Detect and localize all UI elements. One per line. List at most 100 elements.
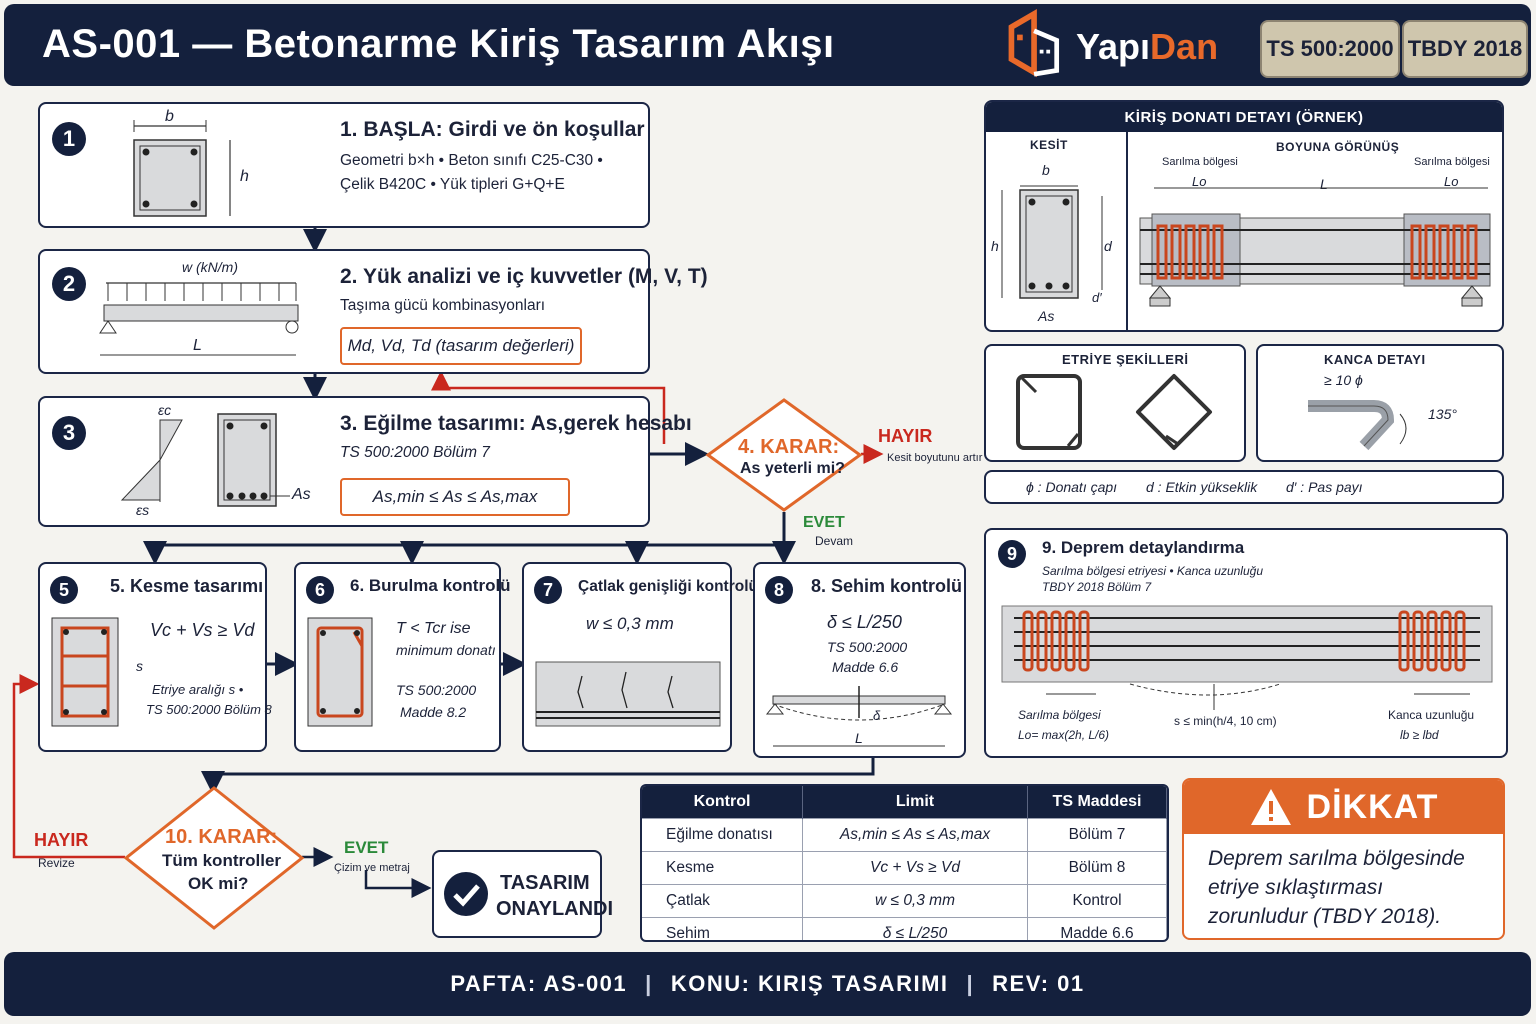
brand-name: YapıDan (1076, 26, 1218, 68)
step-2-text: Taşıma gücü kombinasyonları (340, 297, 546, 314)
step-2-title: 2. Yük analizi ve iç kuvvetler (M, V, T) (340, 265, 708, 288)
step-5-note-1: Etriye aralığı s • (152, 682, 244, 697)
span-L-detail-label: L (1320, 176, 1328, 192)
legend-effective-depth: d : Etkin yükseklik (1146, 479, 1258, 495)
strain-ec-label: εc (158, 402, 172, 418)
header-bar: AS-001 — Betonarme Kiriş Tasarım Akışı Y… (4, 4, 1531, 86)
table-cell: Vc + Vs ≥ Vd (802, 851, 1028, 885)
warning-title: DİKKAT (1306, 787, 1439, 826)
step-8-span-label: L (855, 730, 863, 746)
table-cell: Eğilme donatısı (642, 818, 803, 852)
step-9-card[interactable]: 9 9. Deprem detaylandırma Sarılma bölges… (984, 528, 1508, 758)
footer-bar: PAFTA: AS-001 | KONU: KIRIŞ TASARIMI | R… (4, 952, 1531, 1016)
torsion-section-icon (307, 617, 373, 727)
decision-10-no-label: HAYIR (34, 830, 89, 850)
step-8-title: 8. Sehim kontrolü (811, 576, 963, 596)
decision-4-no-label: HAYIR (878, 426, 933, 446)
stirrup-s-label: s (136, 658, 143, 674)
step-number-1: 1 (52, 122, 86, 156)
rebar-detail-panel: KİRİŞ DONATI DETAYI (ÖRNEK) KESİT BOYUNA… (984, 100, 1504, 332)
table-cell: As,min ≤ As ≤ As,max (802, 818, 1028, 852)
table-cell: δ ≤ L/250 (802, 917, 1028, 940)
cracked-beam-icon (535, 661, 721, 727)
decision-10-yes-note: Çizim ve metraj (334, 862, 410, 874)
span-L-label: L (193, 337, 202, 354)
decision-4-yes-label: EVET (803, 514, 845, 531)
legend-bar: ϕ : Donatı çapı d : Etkin yükseklik d′ :… (984, 470, 1504, 504)
section-d-label: d (1104, 238, 1112, 254)
step-7-card[interactable]: 7 Çatlak genişliği kontrolü w ≤ 0,3 mm (522, 562, 758, 752)
warning-panel: DİKKAT Deprem sarılma bölgesinde etriye … (1182, 778, 1505, 940)
table-cell: Bölüm 8 (1027, 851, 1167, 885)
table-cell: Çatlak (642, 884, 803, 918)
warning-triangle-icon (1250, 789, 1291, 825)
step-number-3: 3 (52, 416, 86, 450)
step-8-card[interactable]: 8 8. Sehim kontrolü δ ≤ L/250 TS 500:200… (753, 562, 966, 758)
brand-name-b: Dan (1150, 26, 1219, 67)
building-logo-icon (1008, 8, 1060, 78)
step-2-card[interactable]: 2 w (kN/m) L 2. Yük analizi ve iç kuvvet… (38, 249, 708, 374)
step-3-limits-box: As,min ≤ As ≤ As,max (340, 478, 570, 516)
confinement-zone-label-left: Sarılma bölgesi (1162, 156, 1238, 168)
load-w-label: w (kN/m) (182, 259, 238, 275)
step-9-confinement-label: Sarılma bölgesi (1018, 708, 1101, 722)
seismic-detail-beam-icon (1001, 605, 1493, 710)
step-5-card[interactable]: 5 5. Kesme tasarımı Vc + Vs ≥ Vd s Etriy… (38, 562, 272, 752)
step-5-equation: Vc + Vs ≥ Vd (150, 620, 255, 640)
step-6-card[interactable]: 6 6. Burulma kontrolü T < Tcr ise minimu… (294, 562, 511, 752)
step-number-9: 9 (998, 540, 1026, 568)
cross-section-sketch-icon (133, 120, 231, 217)
stirrup-shapes-panel: ETRİYE ŞEKİLLERİ (984, 344, 1246, 462)
step-number-7: 7 (534, 576, 562, 604)
decision-4-no-note: Kesit boyutunu artır (887, 452, 983, 464)
step-7-equation: w ≤ 0,3 mm (586, 614, 674, 633)
table-header-clause: TS Maddesi (1027, 786, 1167, 819)
legend-diameter: ϕ : Donatı çapı (1026, 479, 1118, 495)
badge-tbdy: TBDY 2018 (1402, 20, 1528, 78)
decision-10-yes-label: EVET (344, 838, 389, 857)
stirrup-shapes-title: ETRİYE ŞEKİLLERİ (1062, 352, 1189, 367)
decision-10-question-1: Tüm kontroller (162, 851, 282, 870)
decision-4-yes-note: Devam (815, 534, 854, 548)
design-approved-box: TASARIM ONAYLANDI (432, 850, 613, 938)
step-3-title: 3. Eğilme tasarımı: As,gerek hesabı (340, 412, 692, 435)
page-title: AS-001 — Betonarme Kiriş Tasarım Akışı (42, 22, 835, 66)
footer-subject: KONU: KIRIŞ TASARIMI (670, 971, 949, 996)
hook-length-label: ≥ 10 ϕ (1324, 372, 1363, 388)
step-8-note-2: Madde 6.6 (832, 659, 899, 675)
step-1-card[interactable]: 1 b h 1. BAŞLA: Girdi ve ön koşullar Geo… (38, 102, 650, 228)
panel-divider (1126, 132, 1128, 330)
decision-4-question: As yeterli mi? (740, 460, 845, 477)
decision-10-title: 10. KARAR: (165, 826, 278, 848)
step-2-design-values-box: Md, Vd, Td (tasarım değerleri) (340, 327, 582, 365)
hook-bend-icon (1308, 400, 1407, 451)
decision-4-title: 4. KARAR: (738, 436, 840, 458)
table-cell: Sehim (642, 917, 803, 940)
check-circle-icon (444, 872, 488, 916)
confinement-zone-label-right: Sarılma bölgesi (1414, 156, 1490, 168)
step-9-hook-length-label: Kanca uzunluğu (1388, 708, 1475, 722)
step-6-equation-2: minimum donatı (396, 642, 496, 658)
step-1-text-1: Geometri b×h • Beton sınıfı C25-C30 • (340, 152, 603, 169)
step-6-equation: T < Tcr ise (396, 620, 471, 637)
table-cell: Kontrol (1027, 884, 1167, 918)
step-number-6: 6 (306, 576, 334, 604)
rebar-detail-title: KİRİŞ DONATI DETAYI (ÖRNEK) (986, 102, 1502, 132)
hook-detail-title: KANCA DETAYI (1324, 352, 1426, 367)
step-number-2: 2 (52, 267, 86, 301)
step-9-title: 9. Deprem detaylandırma (1042, 538, 1245, 557)
deflection-beam-icon (765, 686, 953, 747)
checks-table: Kontrol Limit TS Maddesi Eğilme donatısı… (640, 784, 1169, 942)
beam-longitudinal-icon (1139, 187, 1491, 307)
step-3-card[interactable]: 3 εc εs As 3. Eğilme tasarımı: As,gerek … (38, 396, 692, 527)
stirrup-shapes-icon (1016, 374, 1212, 450)
step-number-5: 5 (50, 576, 78, 604)
hook-angle-label: 135° (1428, 406, 1457, 422)
table-header-control: Kontrol (642, 786, 803, 819)
deflection-label: δ (873, 708, 881, 723)
dim-h-label: h (240, 168, 249, 185)
